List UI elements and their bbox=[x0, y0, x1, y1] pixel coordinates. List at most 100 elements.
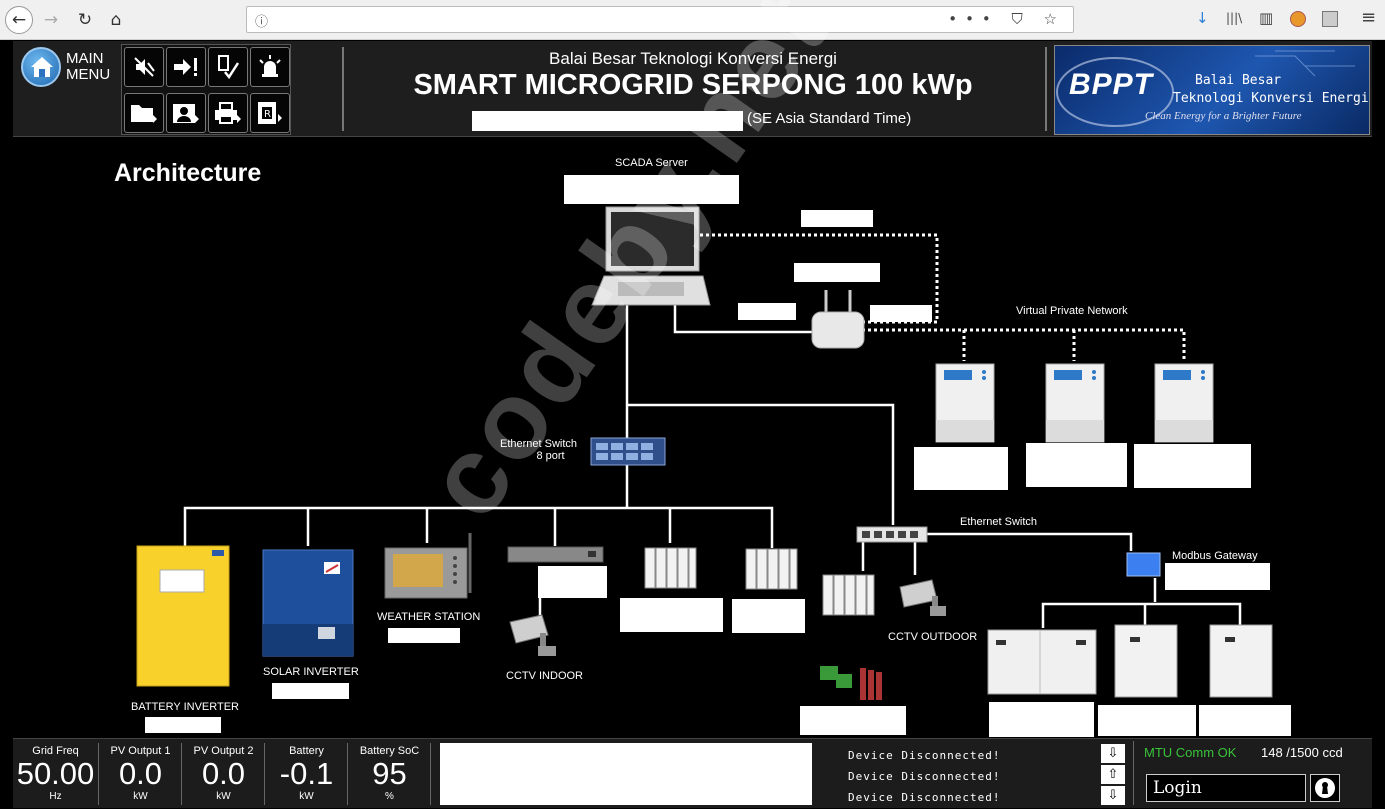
lock-button[interactable] bbox=[1310, 774, 1340, 802]
cctv-outdoor-camera bbox=[899, 579, 946, 616]
acknowledge-button[interactable] bbox=[208, 47, 248, 87]
pv-inverter-1 bbox=[1114, 624, 1178, 698]
download-icon[interactable]: ↓ bbox=[1196, 9, 1209, 27]
mtu-count: 148 /1500 ccd bbox=[1261, 745, 1343, 760]
pv-inverter-large bbox=[987, 629, 1097, 695]
solar-inverter-device bbox=[262, 549, 354, 657]
arrow-down-icon: ⇩ bbox=[1107, 788, 1119, 803]
reload-button[interactable]: ↻ bbox=[71, 6, 99, 34]
timezone-label: (SE Asia Standard Time) bbox=[747, 110, 912, 127]
back-arrow-icon: ← bbox=[11, 10, 27, 30]
meter-1-value-redacted bbox=[914, 447, 1008, 490]
main-menu-home-icon bbox=[21, 47, 61, 87]
home-icon: ⌂ bbox=[110, 10, 122, 30]
keyhole-icon bbox=[1315, 778, 1335, 798]
back-button[interactable]: ← bbox=[5, 6, 33, 34]
modbus-gateway-device bbox=[1126, 552, 1161, 577]
header-divider-left bbox=[342, 47, 344, 131]
cctv-indoor-camera bbox=[509, 614, 556, 656]
battery-inverter-label: BATTERY INVERTER bbox=[131, 701, 239, 713]
bppt-logo: BPPT Balai Besar Teknologi Konversi Ener… bbox=[1054, 45, 1370, 135]
wireless-router bbox=[811, 290, 865, 349]
browser-home-button[interactable]: ⌂ bbox=[102, 6, 130, 34]
ethernet-switch-8port bbox=[590, 437, 666, 466]
meter-3-value-redacted bbox=[1134, 444, 1251, 488]
network-links bbox=[183, 304, 1242, 628]
solar-inverter-label: SOLAR INVERTER bbox=[263, 666, 359, 678]
scada-server-label: SCADA Server bbox=[615, 157, 688, 169]
library-icon[interactable]: |||\ bbox=[1226, 11, 1243, 25]
plc-module-1 bbox=[644, 547, 697, 589]
modbus-gateway-label: Modbus Gateway bbox=[1172, 550, 1258, 562]
header-divider-right bbox=[1045, 47, 1047, 131]
scada-server-laptop bbox=[591, 206, 711, 306]
mute-button[interactable] bbox=[124, 47, 164, 87]
url-text-redacted bbox=[275, 10, 443, 29]
printer-icon bbox=[215, 102, 241, 124]
forward-button[interactable]: → bbox=[37, 6, 65, 34]
event-item: Device Disconnected! bbox=[848, 770, 1001, 783]
ethernet-switch bbox=[856, 526, 928, 543]
status-divider bbox=[1133, 741, 1134, 805]
battery-inverter-value-redacted bbox=[145, 717, 221, 733]
app-header: MAIN MENU R Balai Besar Teknologi Konv bbox=[13, 41, 1372, 137]
page-title: SMART MICROGRID SERPONG 100 kWp bbox=[413, 69, 973, 101]
print-button[interactable] bbox=[208, 93, 248, 133]
sidebar-icon[interactable]: ▥ bbox=[1259, 9, 1274, 27]
open-folder-button[interactable] bbox=[124, 93, 164, 133]
ethernet-switch-label: Ethernet Switch bbox=[960, 516, 1038, 528]
section-title: Architecture bbox=[114, 159, 262, 187]
vpn-label: Virtual Private Network bbox=[1016, 305, 1128, 317]
event-log: Device Disconnected! Device Disconnected… bbox=[848, 745, 1000, 808]
sensor-value-redacted bbox=[800, 706, 906, 735]
router-name-redacted bbox=[794, 263, 880, 282]
report-button[interactable]: R bbox=[250, 93, 290, 133]
logo-org-name: Balai Besar Teknologi Konversi Energi bbox=[1173, 73, 1369, 106]
scroll-up-button[interactable]: ⇧ bbox=[1101, 765, 1125, 784]
folder-icon bbox=[131, 105, 157, 123]
url-bar[interactable]: ⓘ ••• ⛉ ☆ bbox=[246, 6, 1074, 33]
main-menu-label: MAIN MENU bbox=[66, 50, 111, 83]
acknowledge-icon bbox=[218, 55, 240, 80]
browser-toolbar: ← → ↻ ⌂ ⓘ ••• ⛉ ☆ ↓ |||\ ▥ ≡ bbox=[0, 0, 1385, 40]
scroll-down-button[interactable]: ⇩ bbox=[1101, 744, 1125, 763]
menu-icon[interactable]: ≡ bbox=[1361, 7, 1377, 28]
toolbar-icon-panel: R bbox=[121, 44, 291, 135]
user-button[interactable] bbox=[166, 93, 206, 133]
extension-icon[interactable] bbox=[1290, 11, 1306, 27]
scada-server-value-redacted bbox=[564, 175, 739, 204]
pv-inverter-2 bbox=[1209, 624, 1273, 698]
solar-inverter-value-redacted bbox=[272, 683, 349, 699]
page-actions-icon[interactable]: ••• ⛉ ☆ bbox=[948, 10, 1065, 28]
router-lan-redacted bbox=[738, 303, 796, 320]
status-bar: Grid Freq 50.00 Hz PV Output 1 0.0 kW PV… bbox=[13, 738, 1372, 808]
battery-soc-gauge: Battery SoC 95 % bbox=[349, 743, 431, 805]
mtu-comm-status: MTU Comm OK bbox=[1144, 745, 1237, 760]
cctv-indoor-label: CCTV INDOOR bbox=[506, 670, 583, 682]
network-topology bbox=[136, 206, 1273, 700]
battery-power-gauge: Battery -0.1 kW bbox=[266, 743, 348, 805]
screenshot-icon[interactable] bbox=[1322, 11, 1338, 27]
pv-inverter-2-value-redacted bbox=[1199, 705, 1291, 736]
arrow-exclaim-icon bbox=[174, 58, 197, 76]
arrow-up-icon: ⇧ bbox=[1107, 767, 1119, 782]
logo-brand: BPPT bbox=[1069, 68, 1154, 101]
alarm-button[interactable] bbox=[250, 47, 290, 87]
vpn-address-redacted bbox=[801, 210, 873, 227]
scroll-end-button[interactable]: ⇩ bbox=[1101, 786, 1125, 805]
current-sensors bbox=[820, 666, 882, 700]
weather-station-label: WEATHER STATION bbox=[377, 611, 481, 623]
info-icon[interactable]: ⓘ bbox=[255, 15, 269, 30]
weather-station-device bbox=[384, 533, 472, 599]
report-icon: R bbox=[258, 102, 282, 124]
main-menu-button[interactable]: MAIN MENU bbox=[21, 47, 121, 91]
vpn-links bbox=[700, 233, 1186, 361]
plc-1-value-redacted bbox=[620, 598, 723, 632]
modbus-gateway-value-redacted bbox=[1165, 563, 1270, 590]
arrow-down-icon: ⇩ bbox=[1107, 746, 1119, 761]
battery-inverter-device bbox=[136, 545, 230, 687]
organization-name: Balai Besar Teknologi Konversi Energi bbox=[549, 49, 837, 68]
weather-station-value-redacted bbox=[388, 628, 460, 643]
login-button[interactable]: Login bbox=[1146, 774, 1306, 802]
export-alarm-button[interactable] bbox=[166, 47, 206, 87]
